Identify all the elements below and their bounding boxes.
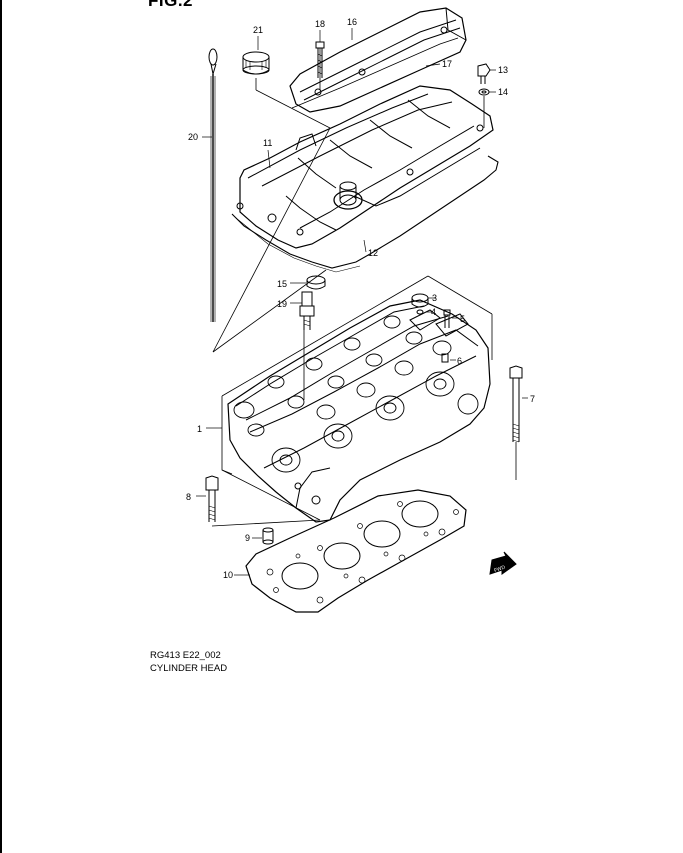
spark-plug [299, 291, 315, 330]
cover-bolt-13 [477, 63, 491, 84]
figure-name: CYLINDER HEAD [150, 663, 228, 674]
assembly-guide-lines [211, 48, 517, 527]
dowel-pin [262, 527, 274, 545]
callout-12: 12 [368, 248, 378, 258]
oil-filler-cap [242, 51, 270, 75]
washer-4 [416, 309, 424, 315]
breather-cover [289, 7, 467, 113]
callout-15: 15 [277, 279, 287, 289]
callout-21: 21 [253, 25, 263, 35]
callout-5: 5 [460, 314, 465, 324]
callout-20: 20 [188, 132, 198, 142]
callout-labels: 1 3 4 5 6 7 8 9 10 11 12 13 14 15 16 17 … [186, 17, 535, 580]
callout-4: 4 [431, 307, 436, 317]
spark-plug-seal [306, 275, 326, 290]
seal-washer-14 [478, 88, 490, 96]
callout-10: 10 [223, 570, 233, 580]
callout-leaders [196, 28, 528, 576]
pin-6 [441, 353, 449, 363]
left-margin-rule [0, 0, 2, 853]
figure-title: FIG.2 [148, 0, 194, 10]
callout-7: 7 [530, 394, 535, 404]
callout-17: 17 [442, 59, 452, 69]
cylinder-head [227, 299, 491, 523]
callout-6: 6 [457, 356, 462, 366]
cylinder-head-cover [236, 85, 494, 249]
callout-14: 14 [498, 87, 508, 97]
callout-18: 18 [315, 19, 325, 29]
callout-13: 13 [498, 65, 508, 75]
oil-dipstick [208, 48, 218, 322]
figure-code: RG413 E22_002 [150, 650, 221, 661]
cylinder-head-gasket [245, 489, 467, 613]
fwd-label: FWD [493, 564, 506, 574]
bolt-5 [443, 309, 451, 328]
callout-11: 11 [263, 138, 272, 148]
callout-16: 16 [347, 17, 357, 27]
callout-3: 3 [432, 293, 437, 303]
head-bolt-short [205, 475, 219, 522]
callout-1: 1 [197, 424, 202, 434]
callout-8: 8 [186, 492, 191, 502]
forward-direction-arrow-icon [489, 551, 517, 575]
breather-gasket [291, 37, 459, 109]
callout-19: 19 [277, 299, 287, 309]
callout-9: 9 [245, 533, 250, 543]
head-bolt-long [509, 365, 523, 443]
cylinder-head-cover-gasket [231, 155, 499, 273]
